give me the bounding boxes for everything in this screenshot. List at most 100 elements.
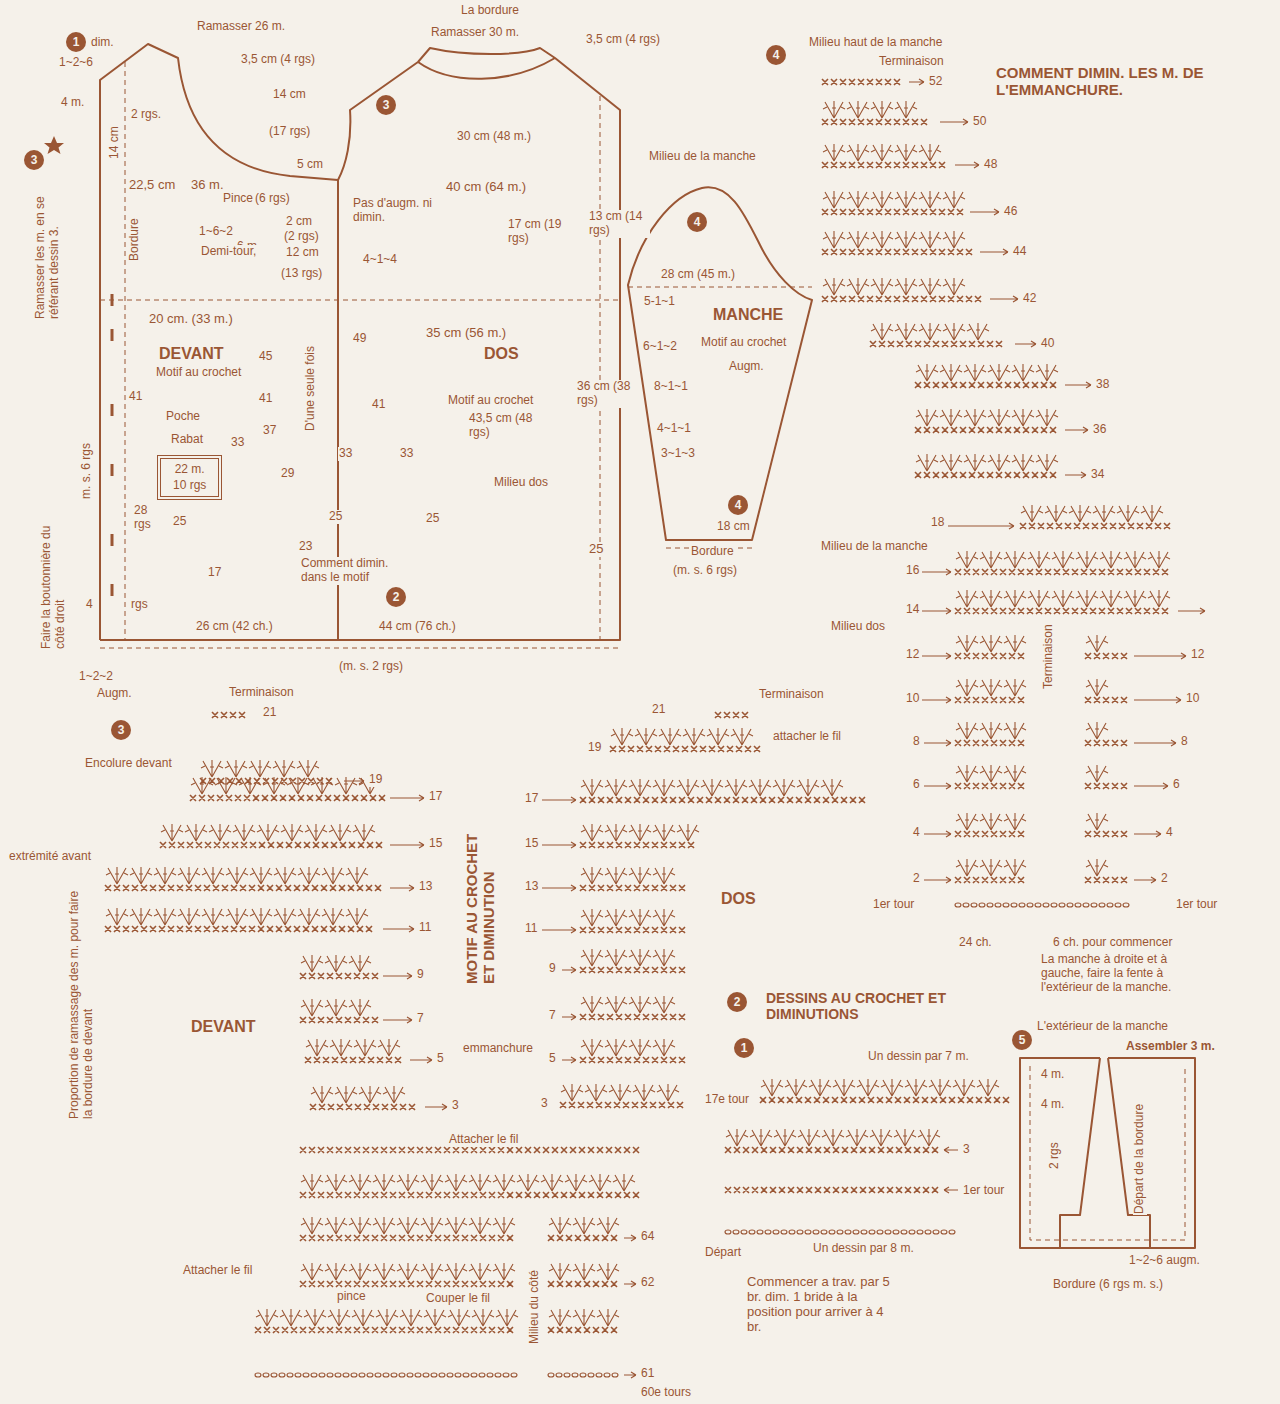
- row-number: 3: [962, 1143, 971, 1157]
- center-back-line: [600, 96, 601, 640]
- row-number: 21: [262, 706, 277, 720]
- row-number: 17: [428, 790, 443, 804]
- guide-line: [100, 300, 620, 301]
- row-number: 15: [524, 837, 539, 851]
- annotation-label: Pas d'augm. ni dimin.: [352, 197, 434, 225]
- callout-circle: 4: [728, 495, 748, 515]
- annotation-label: Un dessin par 7 m.: [867, 1050, 970, 1064]
- row-number: 4: [912, 826, 921, 840]
- heading-label: DESSINS AU CROCHET ET DIMINUTIONS: [765, 990, 982, 1022]
- annotation-label: Motif au crochet: [700, 336, 787, 350]
- chain-stitches: [255, 903, 1129, 1377]
- row-number: 49: [352, 332, 367, 346]
- double-crochet-stitches: [106, 101, 1170, 1326]
- callout-circle: 2: [386, 587, 406, 607]
- node-text: 3: [383, 98, 390, 112]
- row-number: 7: [416, 1012, 425, 1026]
- row-number: 19: [368, 773, 383, 787]
- annotation-label: rgs: [130, 598, 149, 612]
- buttonhole-mark: [111, 294, 114, 596]
- row-number: 44: [1012, 245, 1027, 259]
- annotation-label: 3~1~3: [660, 447, 696, 461]
- annotation-label: Terminaison: [1042, 623, 1056, 690]
- back-outline: [100, 48, 620, 640]
- row-number: 64: [640, 1230, 655, 1244]
- annotation-label: Ramasser les m. en se référant dessin 3.: [34, 178, 62, 320]
- annotation-label: 1~2~6: [58, 56, 94, 70]
- annotation-label: (17 rgs): [268, 125, 311, 139]
- annotation-label: Rabat: [170, 433, 204, 447]
- row-number: 33: [230, 436, 245, 450]
- annotation-label: 36 cm (38 rgs): [576, 380, 636, 408]
- row-number: 29: [280, 467, 295, 481]
- node-text: 3: [118, 723, 125, 737]
- row-number: 18: [930, 516, 945, 530]
- row-number: 16: [905, 564, 920, 578]
- node-text: 4: [694, 215, 701, 229]
- annotation-label: emmanchure: [462, 1042, 534, 1056]
- row-number: 38: [1095, 378, 1110, 392]
- row-number: 25: [588, 542, 604, 557]
- front-outline: [100, 44, 338, 640]
- annotation-label: Proportion de ramassage des m. pour fair…: [68, 883, 96, 1120]
- annotation-label: 12 cm: [285, 246, 320, 260]
- annotation-label: Ramasser 26 m.: [196, 20, 286, 34]
- buttonhole-marks: [111, 294, 114, 596]
- callout-circle: 2: [727, 992, 747, 1012]
- annotation-label: Un dessin par 8 m.: [812, 1242, 915, 1256]
- node-text: 4: [735, 498, 742, 512]
- row-number: 7: [548, 1009, 557, 1023]
- node-text: 2: [734, 995, 741, 1009]
- annotation-label: (m. s. 6 rgs): [672, 564, 738, 578]
- annotation-label: 14 cm: [108, 125, 122, 160]
- row-number: 5: [548, 1052, 557, 1066]
- callout-circle: 4: [766, 45, 786, 65]
- heading-label: DEVANT: [190, 1018, 257, 1036]
- annotation-label: (13 rgs): [280, 267, 323, 281]
- row-number: 8: [912, 735, 921, 749]
- annotation-label: 4 m.: [60, 96, 85, 110]
- annotation-label: Milieu dos: [830, 620, 886, 634]
- annotation-label: 1~6~2: [198, 225, 234, 239]
- opening-border-line: [1030, 1066, 1185, 1240]
- annotation-label: La bordure: [460, 4, 520, 18]
- annotation-label: 3,5 cm (4 rgs): [240, 53, 316, 67]
- heading-label: MOTIF AU CROCHET ET DIMINUTION: [463, 818, 498, 985]
- row-number: 19: [587, 741, 602, 755]
- row-number: 11: [418, 921, 432, 935]
- annotation-label: 1~2~6 augm.: [1128, 1254, 1201, 1268]
- row-number: 48: [983, 158, 998, 172]
- annotation-label: 2 rgs: [1048, 1141, 1062, 1170]
- row-number: 17: [207, 566, 222, 580]
- annotation-label: Terminaison: [878, 55, 945, 69]
- annotation-label: D'une seule fois: [304, 345, 318, 432]
- annotation-label: 1er tour: [962, 1184, 1005, 1198]
- annotation-label: Pince: [222, 192, 254, 206]
- row-number: 17: [524, 792, 539, 806]
- annotation-label: 28 rgs: [133, 504, 167, 532]
- back-neckline: [418, 58, 555, 79]
- annotation-label: 36 m.: [190, 178, 225, 193]
- row-number: 40: [1040, 337, 1055, 351]
- annotation-label: Attacher le fil: [182, 1264, 253, 1278]
- annotation-label: 17 cm (19 rgs): [507, 218, 564, 246]
- annotation-label: m. s. 6 rgs: [80, 442, 94, 500]
- row-number: 8: [1180, 735, 1189, 749]
- hem-line: [100, 648, 620, 649]
- star-symbol: [44, 136, 64, 154]
- node-text: 22 m.: [175, 462, 205, 478]
- row-number: 10: [1185, 692, 1200, 706]
- opening-flap: [1108, 1058, 1150, 1248]
- annotation-label: 4 m.: [1040, 1068, 1065, 1082]
- row-number: 52: [928, 75, 943, 89]
- annotation-label: Ramasser 30 m.: [430, 26, 520, 40]
- row-number: 46: [1003, 205, 1018, 219]
- annotation-label: 44 cm (76 ch.): [378, 620, 457, 634]
- annotation-label: 22,5 cm: [128, 178, 176, 193]
- row-number: 6: [912, 778, 921, 792]
- node-text: 1: [73, 35, 80, 49]
- annotation-label: Faire la boutonnière du côté droit: [40, 518, 68, 650]
- annotation-label: Bordure (6 rgs m. s.): [1052, 1278, 1164, 1292]
- annotation-label: 20 cm. (33 m.): [148, 312, 234, 327]
- guide-lines: [100, 62, 1185, 1240]
